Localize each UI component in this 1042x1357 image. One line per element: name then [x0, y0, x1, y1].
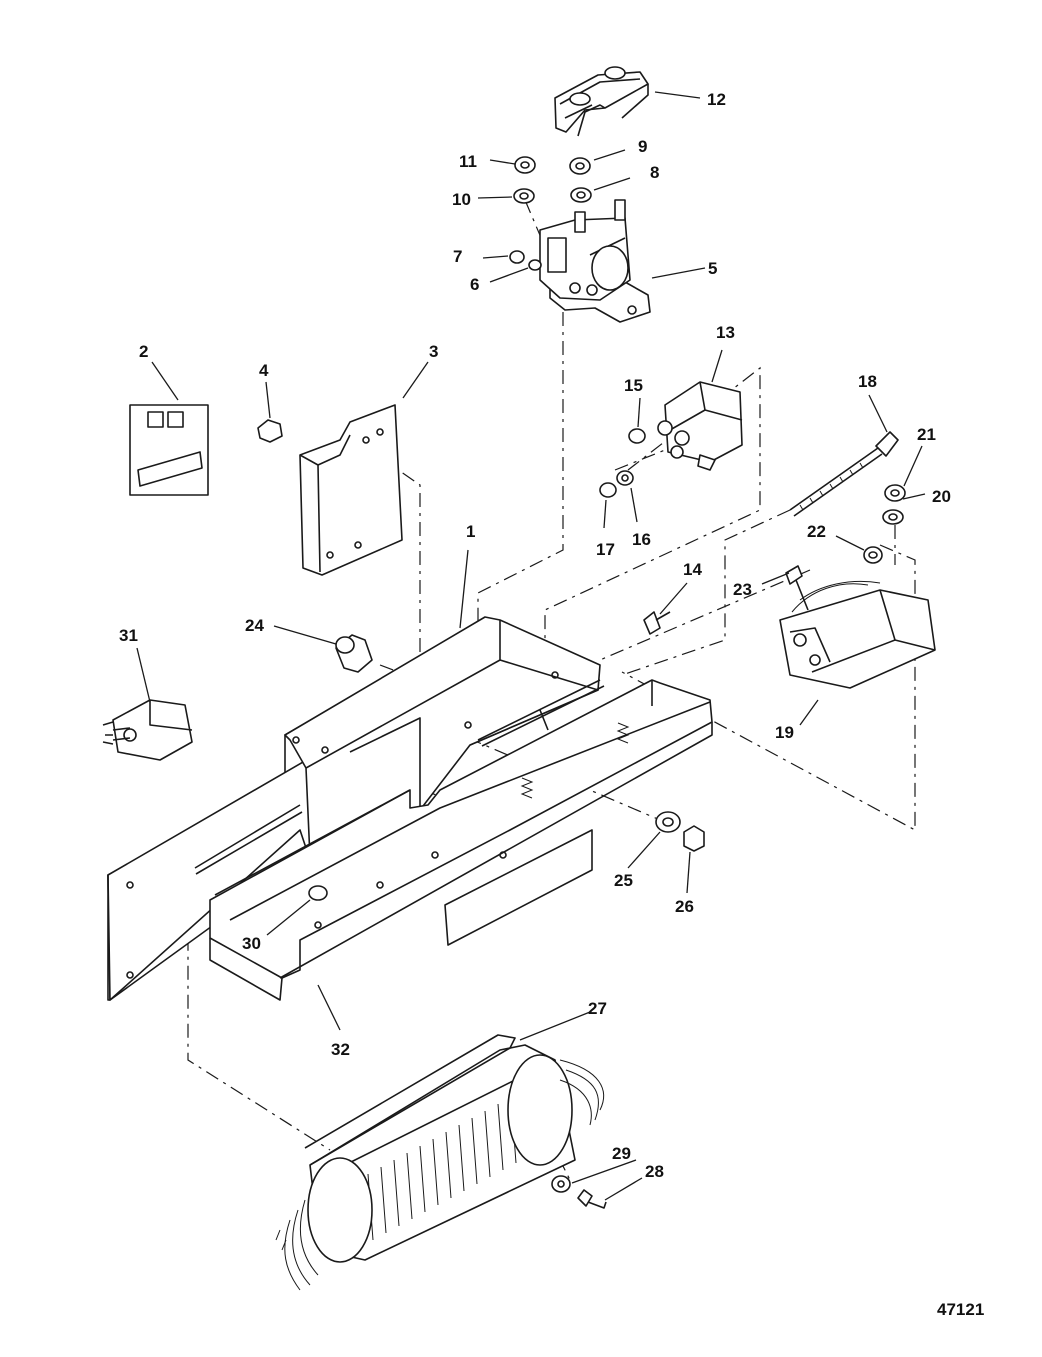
leader-lines	[136, 91, 926, 1201]
callout-23: 23	[733, 580, 752, 599]
callout-32: 32	[331, 1040, 350, 1059]
callout-29: 29	[612, 1144, 631, 1163]
drawing-number: 47121	[937, 1300, 984, 1319]
mounting-tray-parts-1-32	[107, 616, 713, 1001]
screws-14-23	[643, 565, 809, 635]
callout-26: 26	[675, 897, 694, 916]
callout-9: 9	[638, 137, 647, 156]
callout-30: 30	[242, 934, 261, 953]
callout-5: 5	[708, 259, 717, 278]
bracket-part-12	[554, 66, 649, 137]
callout-2: 2	[139, 342, 148, 361]
nuts-and-washers-8-11	[513, 156, 592, 204]
nuts-20-21-22	[863, 484, 906, 564]
callout-24: 24	[245, 616, 264, 635]
connector-part-31	[102, 699, 193, 761]
callout-10: 10	[452, 190, 471, 209]
nut-part-4	[257, 419, 283, 443]
cover-part-3	[299, 404, 403, 576]
decal-part-2	[129, 404, 209, 496]
small-nuts-6-7	[509, 250, 542, 271]
callout-11: 11	[459, 152, 477, 171]
callout-3: 3	[429, 342, 438, 361]
callout-28: 28	[645, 1162, 664, 1181]
bolt-and-washer-28-29	[551, 1175, 607, 1209]
callout-27: 27	[588, 999, 607, 1018]
callout-15: 15	[624, 376, 643, 395]
callout-7: 7	[453, 247, 462, 266]
callout-8: 8	[650, 163, 659, 182]
spacer-part-24	[335, 634, 373, 673]
callout-13: 13	[716, 323, 735, 342]
callout-21: 21	[917, 425, 936, 444]
callout-18: 18	[858, 372, 877, 391]
long-bolt-part-18	[789, 431, 899, 517]
callout-19: 19	[775, 723, 794, 742]
callout-14: 14	[683, 560, 702, 579]
callout-6: 6	[470, 275, 479, 294]
callout-16: 16	[632, 530, 651, 549]
callout-20: 20	[932, 487, 951, 506]
nuts-15-16-17	[599, 428, 646, 498]
callout-17: 17	[596, 540, 615, 559]
callout-labels: 1 2 3 4 5 6 7 8 9 10 11 12 13 14 15 16 1…	[119, 90, 951, 1181]
callout-25: 25	[614, 871, 633, 890]
callout-1: 1	[466, 522, 475, 541]
callout-12: 12	[707, 90, 726, 109]
callout-22: 22	[807, 522, 826, 541]
relay-part-13	[657, 381, 743, 471]
rectifier-part-27	[275, 1034, 605, 1291]
nut-and-washer-25-26	[655, 811, 705, 852]
callout-4: 4	[259, 361, 269, 380]
callout-31: 31	[119, 626, 138, 645]
solenoid-part-5	[539, 199, 651, 323]
fuse-block-part-19	[779, 580, 936, 689]
